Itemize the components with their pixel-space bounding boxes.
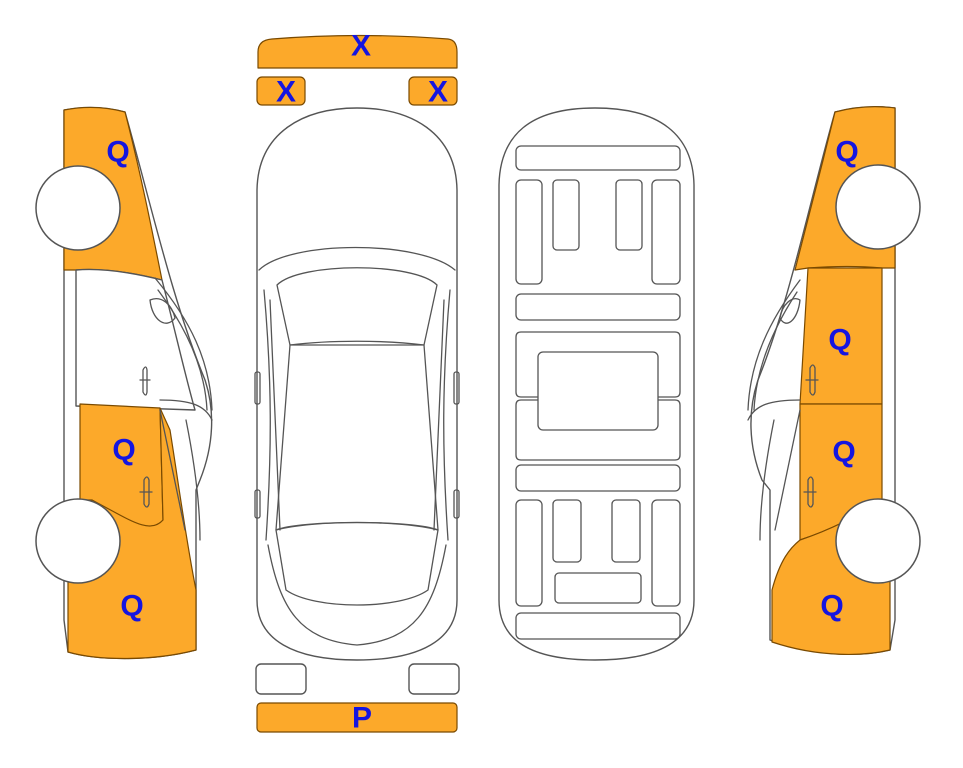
mark-front-left-light: X <box>276 76 296 109</box>
mark-right-rear-quarter: Q <box>820 590 843 623</box>
top-body-outline <box>256 107 458 661</box>
car-left-side-view: Q Q Q <box>35 106 213 660</box>
front-bumper-panel[interactable] <box>257 34 458 69</box>
car-top-view: X X X P <box>254 30 460 735</box>
car-underside-view <box>498 107 695 661</box>
front-left-light-panel[interactable] <box>256 76 306 106</box>
rear-left-light-panel[interactable] <box>255 663 307 695</box>
car-right-side-view: Q Q Q Q <box>747 105 921 656</box>
mark-left-front-fender: Q <box>106 136 129 169</box>
rear-right-light-panel[interactable] <box>408 663 460 695</box>
mark-left-rear-door: Q <box>112 434 135 467</box>
mark-right-front-door: Q <box>828 324 851 357</box>
mark-front-right-light: X <box>428 76 448 109</box>
mark-front-bumper: X <box>351 30 371 63</box>
rear-bumper-panel[interactable] <box>256 702 458 733</box>
mark-left-rear-quarter: Q <box>120 590 143 623</box>
front-right-light-panel[interactable] <box>408 76 458 106</box>
mark-right-front-fender: Q <box>835 136 858 169</box>
mark-rear-bumper: P <box>352 702 372 735</box>
mark-right-rear-door: Q <box>832 436 855 469</box>
